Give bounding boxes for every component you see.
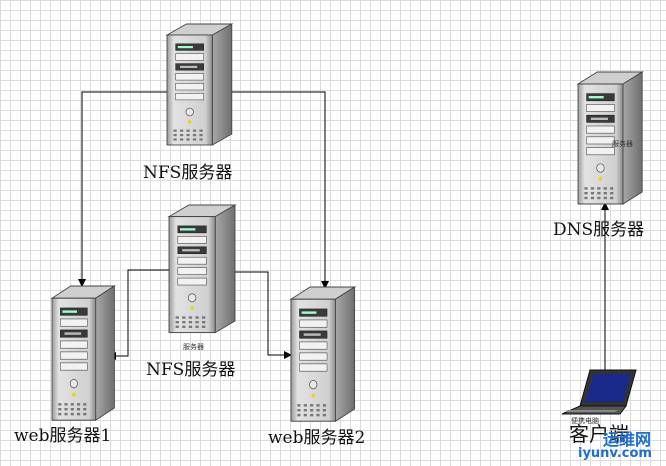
- laptop-icon: [561, 369, 637, 415]
- label-web1: web服务器1: [14, 426, 112, 446]
- edge-nfs-mid-web1: [108, 269, 170, 360]
- server-icon-web2: [290, 286, 356, 422]
- sublabel-nfs-mid: 服务器: [183, 343, 204, 351]
- watermark-logo-text: 运维网: [603, 430, 652, 449]
- watermark-url: iyunv.com: [578, 446, 652, 461]
- server-icon-dns: [577, 71, 643, 205]
- edge-nfs-mid-web2: [228, 271, 292, 359]
- label-nfs-top: NFS服务器: [143, 163, 233, 183]
- edge-nfs-top-web1: [78, 91, 168, 287]
- edge-nfs-top-web2: [220, 91, 329, 289]
- server-icon-web1: [51, 285, 116, 421]
- connectors: [78, 91, 609, 372]
- server-icon-nfs-mid: [168, 204, 236, 334]
- sublabel-client: 便携电脑: [571, 417, 599, 425]
- label-client: 客户端: [569, 422, 629, 446]
- label-nfs-mid: NFS服务器: [146, 360, 236, 380]
- label-dns: DNS服务器: [553, 220, 645, 240]
- label-web2: web服务器2: [268, 428, 366, 448]
- server-icon-nfs-top: [166, 23, 233, 146]
- sublabel-dns: 服务器: [612, 140, 633, 148]
